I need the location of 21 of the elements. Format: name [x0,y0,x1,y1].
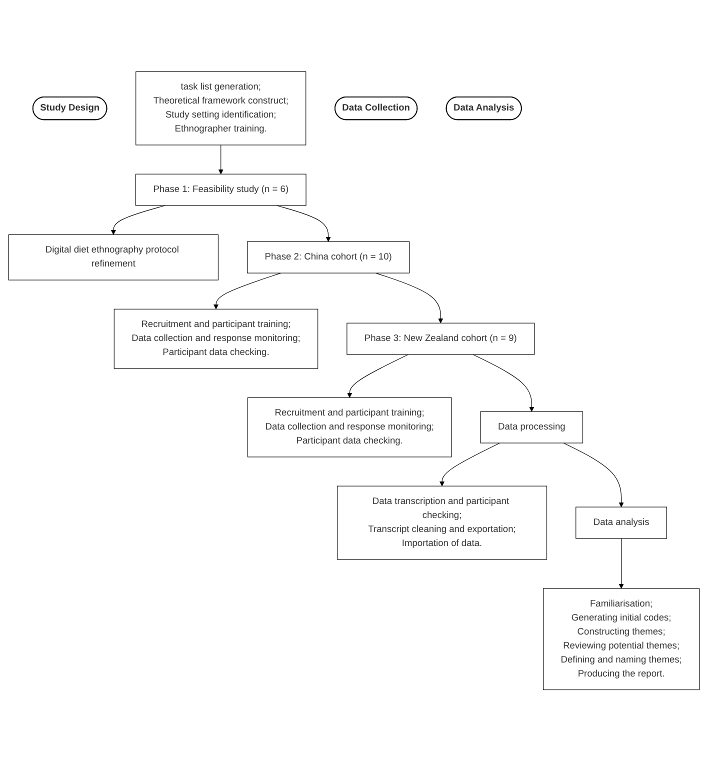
arrow [439,442,500,487]
arrow [618,538,624,590]
arrow [110,206,166,236]
node-box: Recruitment and participant training; Data collection and response monitoring; Participant data checking. [247,398,452,458]
arrow [276,206,331,242]
arrow [347,354,409,398]
arrow [563,442,624,508]
node-box: Phase 2: China cohort (n = 10) [247,242,410,274]
node-box: Digital diet ethnography protocol refinement [8,234,218,281]
node-box: Data transcription and participant checking; Transcript cleaning and exportation; Importation of data. [336,486,548,560]
arrow [213,273,282,310]
node-box: Phase 3: New Zealand cohort (n = 9) [346,323,535,356]
arrow [218,144,224,175]
node-box: Data processing [480,412,584,444]
node-box: Recruitment and participant training; Data collection and response monitoring; Participant data checking. [114,309,318,370]
arrow [375,273,444,324]
node-box: Phase 1: Feasibility study (n = 6) [135,174,306,206]
node-box: task list generation; Theoretical framework construct; Study setting identification; Ethnographer training. [136,72,306,146]
node-box: Familiarisation; Generating initial codes; Constructing themes; Reviewing potential themes; Defining and naming themes; Producing the report. [542,588,700,690]
node-box: Data analysis [576,507,667,540]
arrow [472,354,534,412]
